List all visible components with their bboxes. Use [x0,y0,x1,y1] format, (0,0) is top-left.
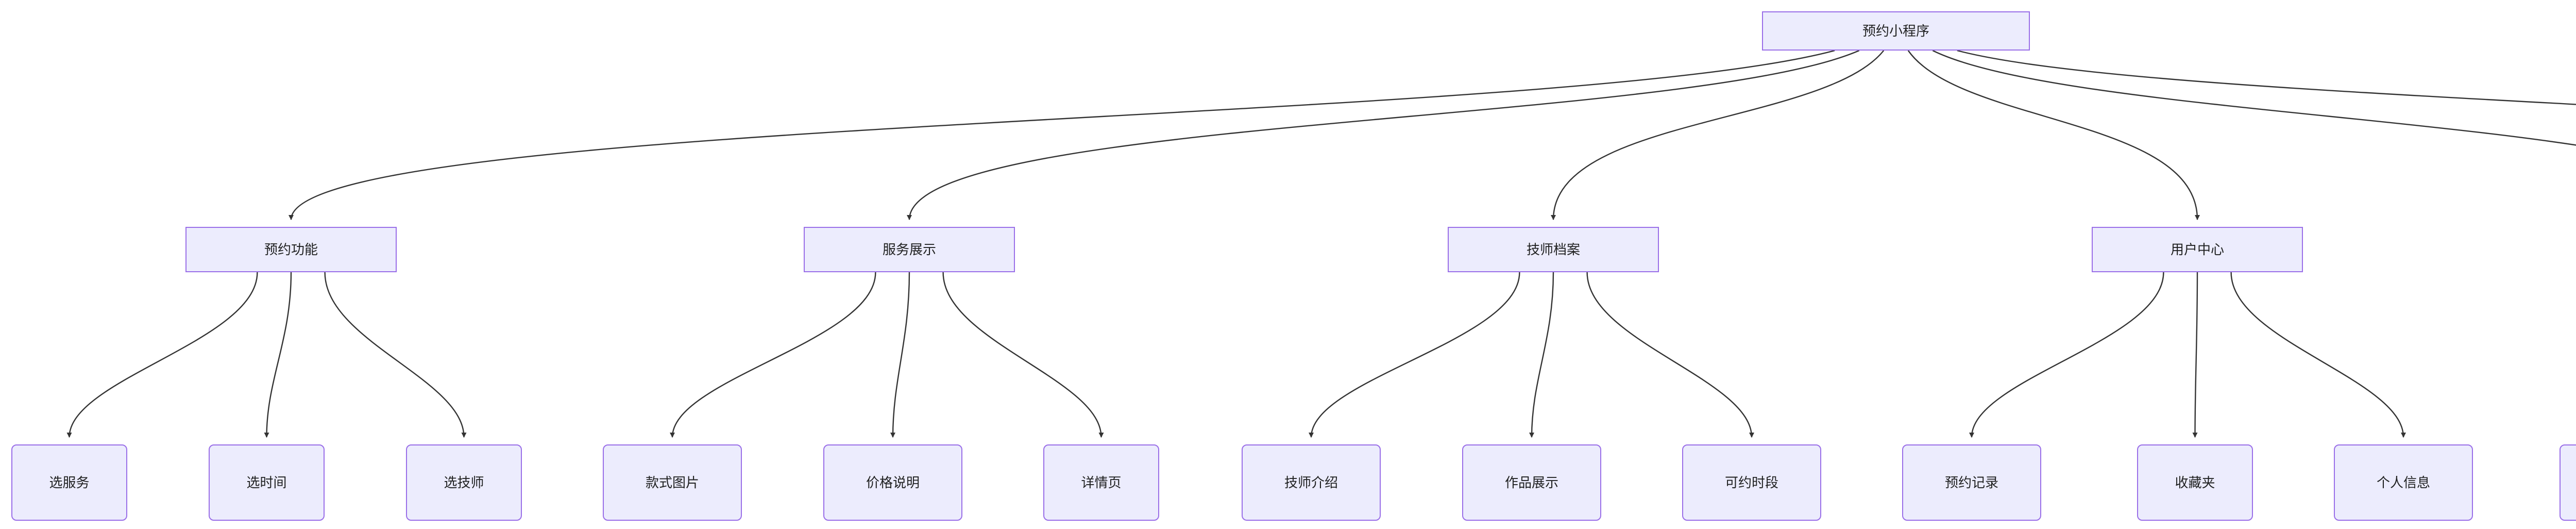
edge-b1-l2 [264,272,292,438]
node-label: 可约时段 [1724,475,1778,490]
node-l11[interactable]: 收藏夹 [2137,444,2253,521]
edge-root-b4 [1907,50,2200,220]
node-label: 技师档案 [1526,242,1580,257]
node-label: 选技师 [444,475,484,490]
node-b3[interactable]: 技师档案 [1448,227,1659,272]
node-l2[interactable]: 选时间 [209,444,325,521]
node-label: 个人信息 [2376,475,2430,490]
node-label: 款式图片 [645,475,699,490]
node-label: 预约小程序 [1862,23,1929,39]
edge-b2-l4 [670,272,876,438]
edge-b2-l6 [942,272,1104,438]
node-l1[interactable]: 选服务 [11,444,127,521]
node-l7[interactable]: 技师介绍 [1242,444,1381,521]
node-label: 预约功能 [264,242,318,257]
edge-b3-l9 [1586,272,1754,438]
edge-b1-l1 [66,272,258,438]
node-label: 作品展示 [1504,475,1558,490]
node-label: 选服务 [49,475,90,490]
node-l3[interactable]: 选技师 [406,444,522,521]
edge-root-b5 [1932,49,2576,146]
edge-root-b2 [907,49,1860,220]
node-l5[interactable]: 价格说明 [823,444,962,521]
edge-root-b6 [1957,49,2576,105]
edge-b3-l8 [1529,272,1554,438]
node-l9[interactable]: 可约时段 [1682,444,1821,521]
edge-b2-l5 [890,272,910,438]
edge-root-b1 [289,49,1835,220]
node-l12[interactable]: 个人信息 [2334,444,2473,521]
node-b2[interactable]: 服务展示 [804,227,1015,272]
node-label: 收藏夹 [2175,475,2215,490]
edge-b4-l10 [1969,272,2164,438]
edge-b1-l3 [324,272,467,438]
node-label: 选时间 [246,475,287,490]
edge-root-b3 [1551,50,1885,220]
node-root[interactable]: 预约小程序 [1762,11,2030,51]
edge-b3-l7 [1309,272,1520,438]
node-label: 详情页 [1081,475,1122,490]
node-l6[interactable]: 详情页 [1043,444,1159,521]
node-label: 技师介绍 [1284,475,1338,490]
node-l4[interactable]: 款式图片 [603,444,742,521]
edge-b4-l12 [2230,272,2406,438]
node-label: 预约记录 [1944,475,1998,490]
node-b1[interactable]: 预约功能 [185,227,397,272]
node-label: 价格说明 [866,475,920,490]
node-l10[interactable]: 预约记录 [1902,444,2041,521]
node-label: 服务展示 [882,242,936,257]
node-l8[interactable]: 作品展示 [1462,444,1601,521]
node-b4[interactable]: 用户中心 [2092,227,2303,272]
node-l13[interactable]: 微信通知 [2560,444,2576,521]
node-label: 用户中心 [2170,242,2224,257]
edge-b4-l11 [2192,272,2198,438]
